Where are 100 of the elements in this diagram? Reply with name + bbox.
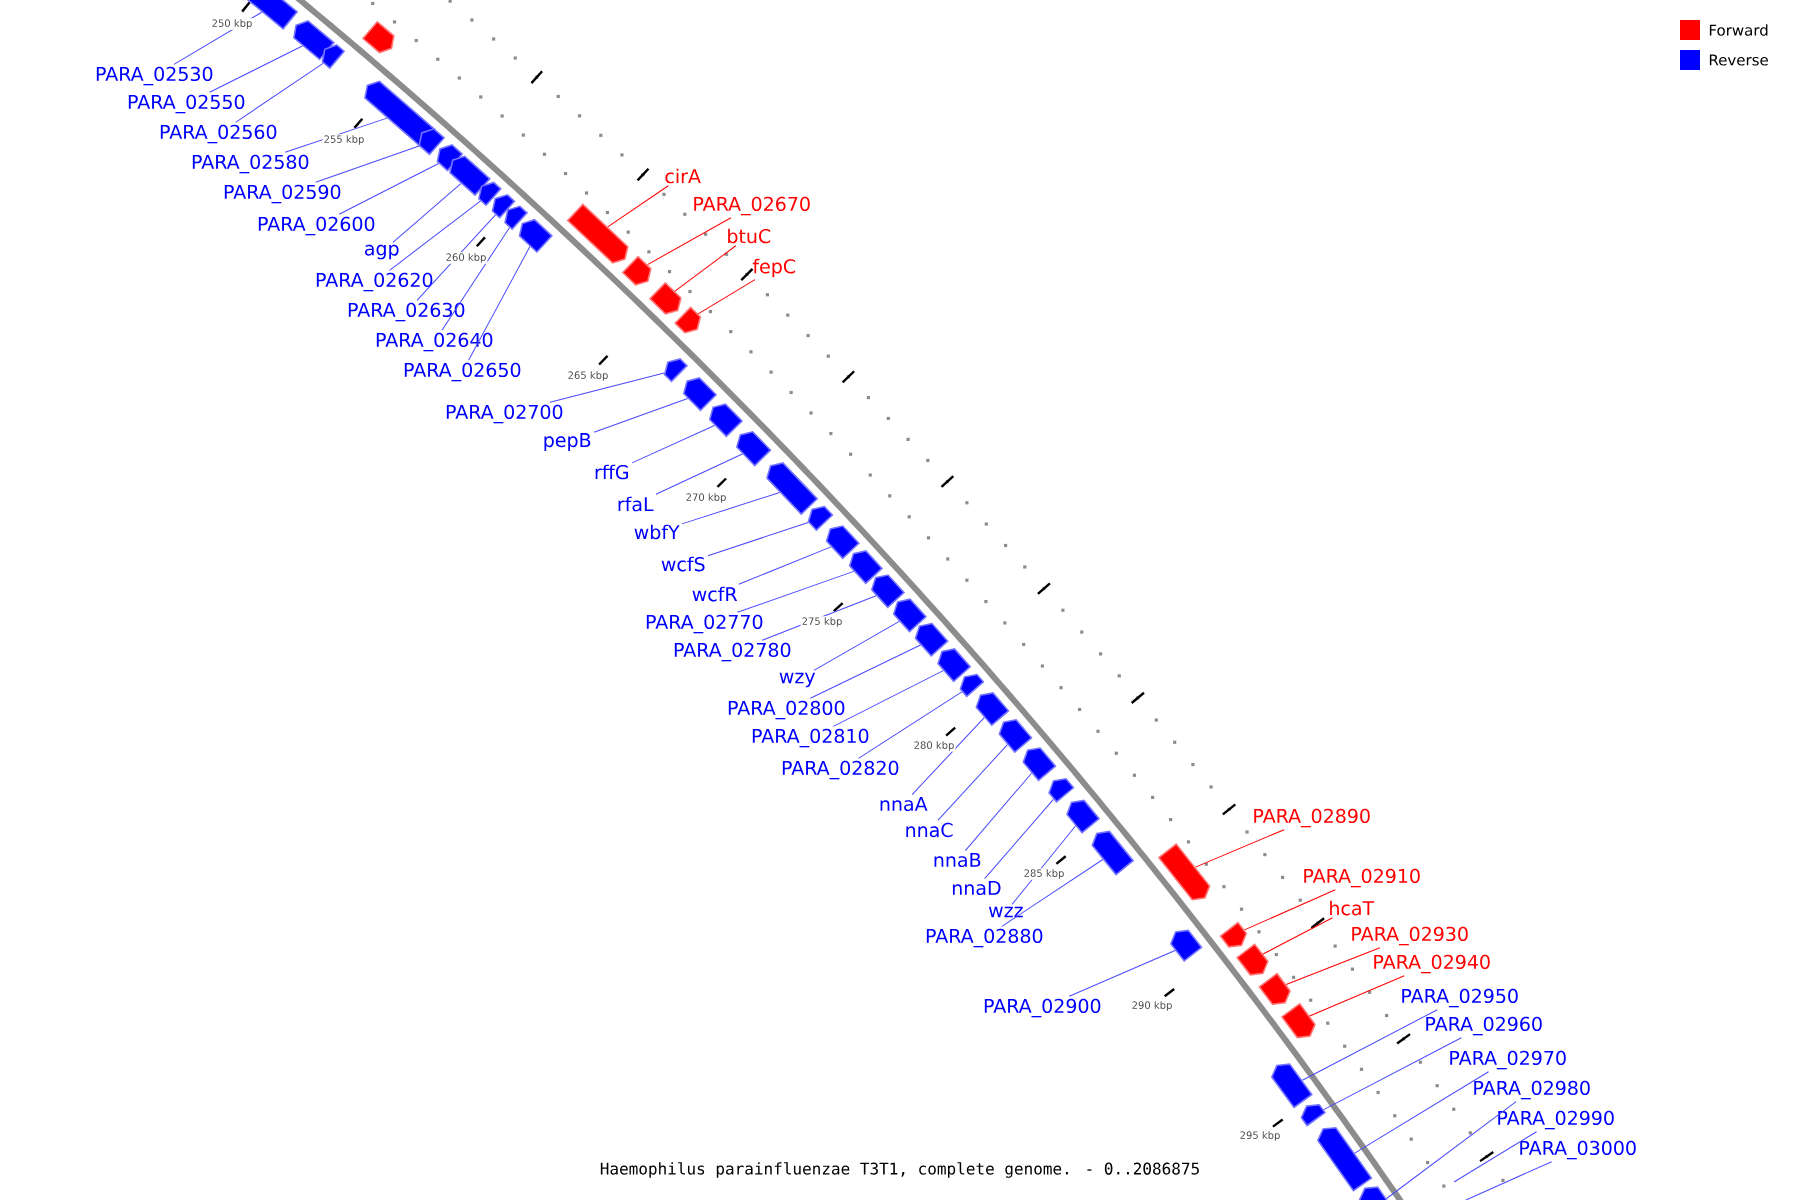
leader-line — [389, 200, 481, 271]
gene-label: PARA_02560 — [160, 124, 277, 144]
leader-line — [809, 644, 922, 699]
gene-label: PARA_02800 — [728, 700, 845, 720]
gene-block — [1066, 799, 1101, 834]
leader-line — [631, 425, 715, 464]
gene-label: PARA_02650 — [404, 362, 521, 382]
gene-label: PARA_02780 — [674, 642, 791, 662]
leader-line — [416, 214, 496, 301]
leader-line — [284, 117, 388, 153]
gene-block — [478, 181, 502, 207]
gene-block — [361, 20, 395, 54]
leader-line — [707, 521, 809, 557]
gene-label: rfaL — [618, 496, 654, 512]
leader-line — [1011, 825, 1076, 905]
gene-block — [1022, 747, 1057, 782]
leader-line — [1309, 975, 1405, 1017]
leader-line — [235, 62, 324, 123]
leader-line — [173, 11, 263, 65]
gene-label: wcfS — [661, 556, 705, 572]
gene-block — [321, 44, 346, 70]
gene-block — [870, 574, 906, 609]
gene-block — [1169, 929, 1203, 963]
gene-label: PARA_02970 — [1450, 1050, 1566, 1070]
leader-line — [761, 595, 877, 641]
gene-block — [1219, 921, 1248, 948]
gene-block — [1280, 1002, 1316, 1039]
leader-line — [338, 163, 440, 215]
gene-block — [975, 692, 1010, 727]
gene-label: hcaT — [1330, 900, 1375, 916]
gene-label: PARA_02700 — [446, 404, 563, 424]
gene-label: nnaD — [953, 880, 1001, 896]
gene-block — [663, 358, 689, 383]
leader-line — [468, 246, 531, 361]
leader-line — [813, 620, 900, 671]
leader-line — [738, 546, 832, 585]
leader-line — [1001, 859, 1104, 927]
gene-label: rffG — [595, 464, 629, 480]
gene-block — [937, 648, 972, 683]
gene-label: wzz — [988, 906, 1023, 918]
leader-line — [1386, 1101, 1517, 1199]
gene-block — [959, 673, 985, 698]
gene-block — [682, 377, 718, 412]
gene-block — [708, 403, 744, 438]
gene-block — [807, 505, 834, 532]
leader-line — [964, 772, 1033, 852]
gene-block — [504, 205, 529, 231]
gene-label: PARA_02900 — [984, 998, 1101, 1018]
gene-label: cirA — [665, 168, 701, 184]
gene-block — [566, 203, 629, 264]
gene-label: PARA_03000 — [1520, 1140, 1636, 1160]
gene-label: PARA_02940 — [1374, 954, 1490, 974]
gene-label: wbfY — [634, 524, 680, 540]
gene-label: PARA_02820 — [782, 760, 899, 780]
leader-line — [737, 570, 855, 613]
gene-block — [436, 144, 464, 172]
gene-block — [848, 550, 884, 585]
leader-line — [681, 492, 781, 525]
gene-label: PARA_02580 — [192, 154, 309, 174]
gene-block — [1300, 1104, 1327, 1127]
leader-line — [858, 691, 963, 759]
leader-line — [697, 279, 756, 315]
gene-block — [914, 622, 949, 657]
gene-block — [892, 598, 927, 633]
leader-line — [1323, 1037, 1462, 1111]
leader-line — [392, 183, 462, 243]
gene-block — [293, 20, 335, 61]
gene-label: btuC — [728, 228, 771, 244]
leader-line — [674, 245, 737, 292]
leader-line — [647, 217, 732, 266]
gene-label: nnaB — [934, 852, 981, 868]
gene-block — [766, 462, 819, 516]
gene-label: PARA_02640 — [376, 332, 493, 352]
leader-line — [315, 145, 420, 183]
gene-label: PARA_02930 — [1352, 926, 1468, 946]
gene-label: nnaC — [906, 822, 953, 838]
gene-label: PARA_02770 — [646, 614, 763, 634]
gene-label: PARA_02590 — [224, 184, 341, 204]
leader-line — [1262, 917, 1334, 955]
leader-line — [832, 670, 944, 727]
gene-label: PARA_02620 — [316, 272, 433, 292]
gene-block — [1236, 943, 1269, 976]
gene-label: nnaA — [880, 796, 928, 812]
leader-line — [1301, 1009, 1438, 1081]
gene-block — [1091, 830, 1135, 876]
leader-line — [1465, 1161, 1553, 1200]
leader-line — [937, 744, 1008, 821]
gene-label: wzy — [779, 672, 816, 688]
gene-block — [449, 155, 491, 197]
leader-line — [1195, 829, 1285, 868]
gene-label: PARA_02990 — [1498, 1110, 1614, 1130]
gene-block — [1157, 842, 1211, 901]
gene-label: PARA_02880 — [926, 928, 1043, 948]
gene-label: agp — [364, 244, 399, 260]
gene-label: PARA_02630 — [348, 302, 465, 322]
leader-line — [1244, 889, 1336, 931]
gene-label: PARA_02550 — [128, 94, 245, 114]
caption: Haemophilus parainfluenzae T3T1, complete genome. - 0..2086875 — [600, 1162, 1199, 1178]
leader-line — [209, 45, 303, 93]
gene-label: PARA_02910 — [1304, 868, 1420, 888]
